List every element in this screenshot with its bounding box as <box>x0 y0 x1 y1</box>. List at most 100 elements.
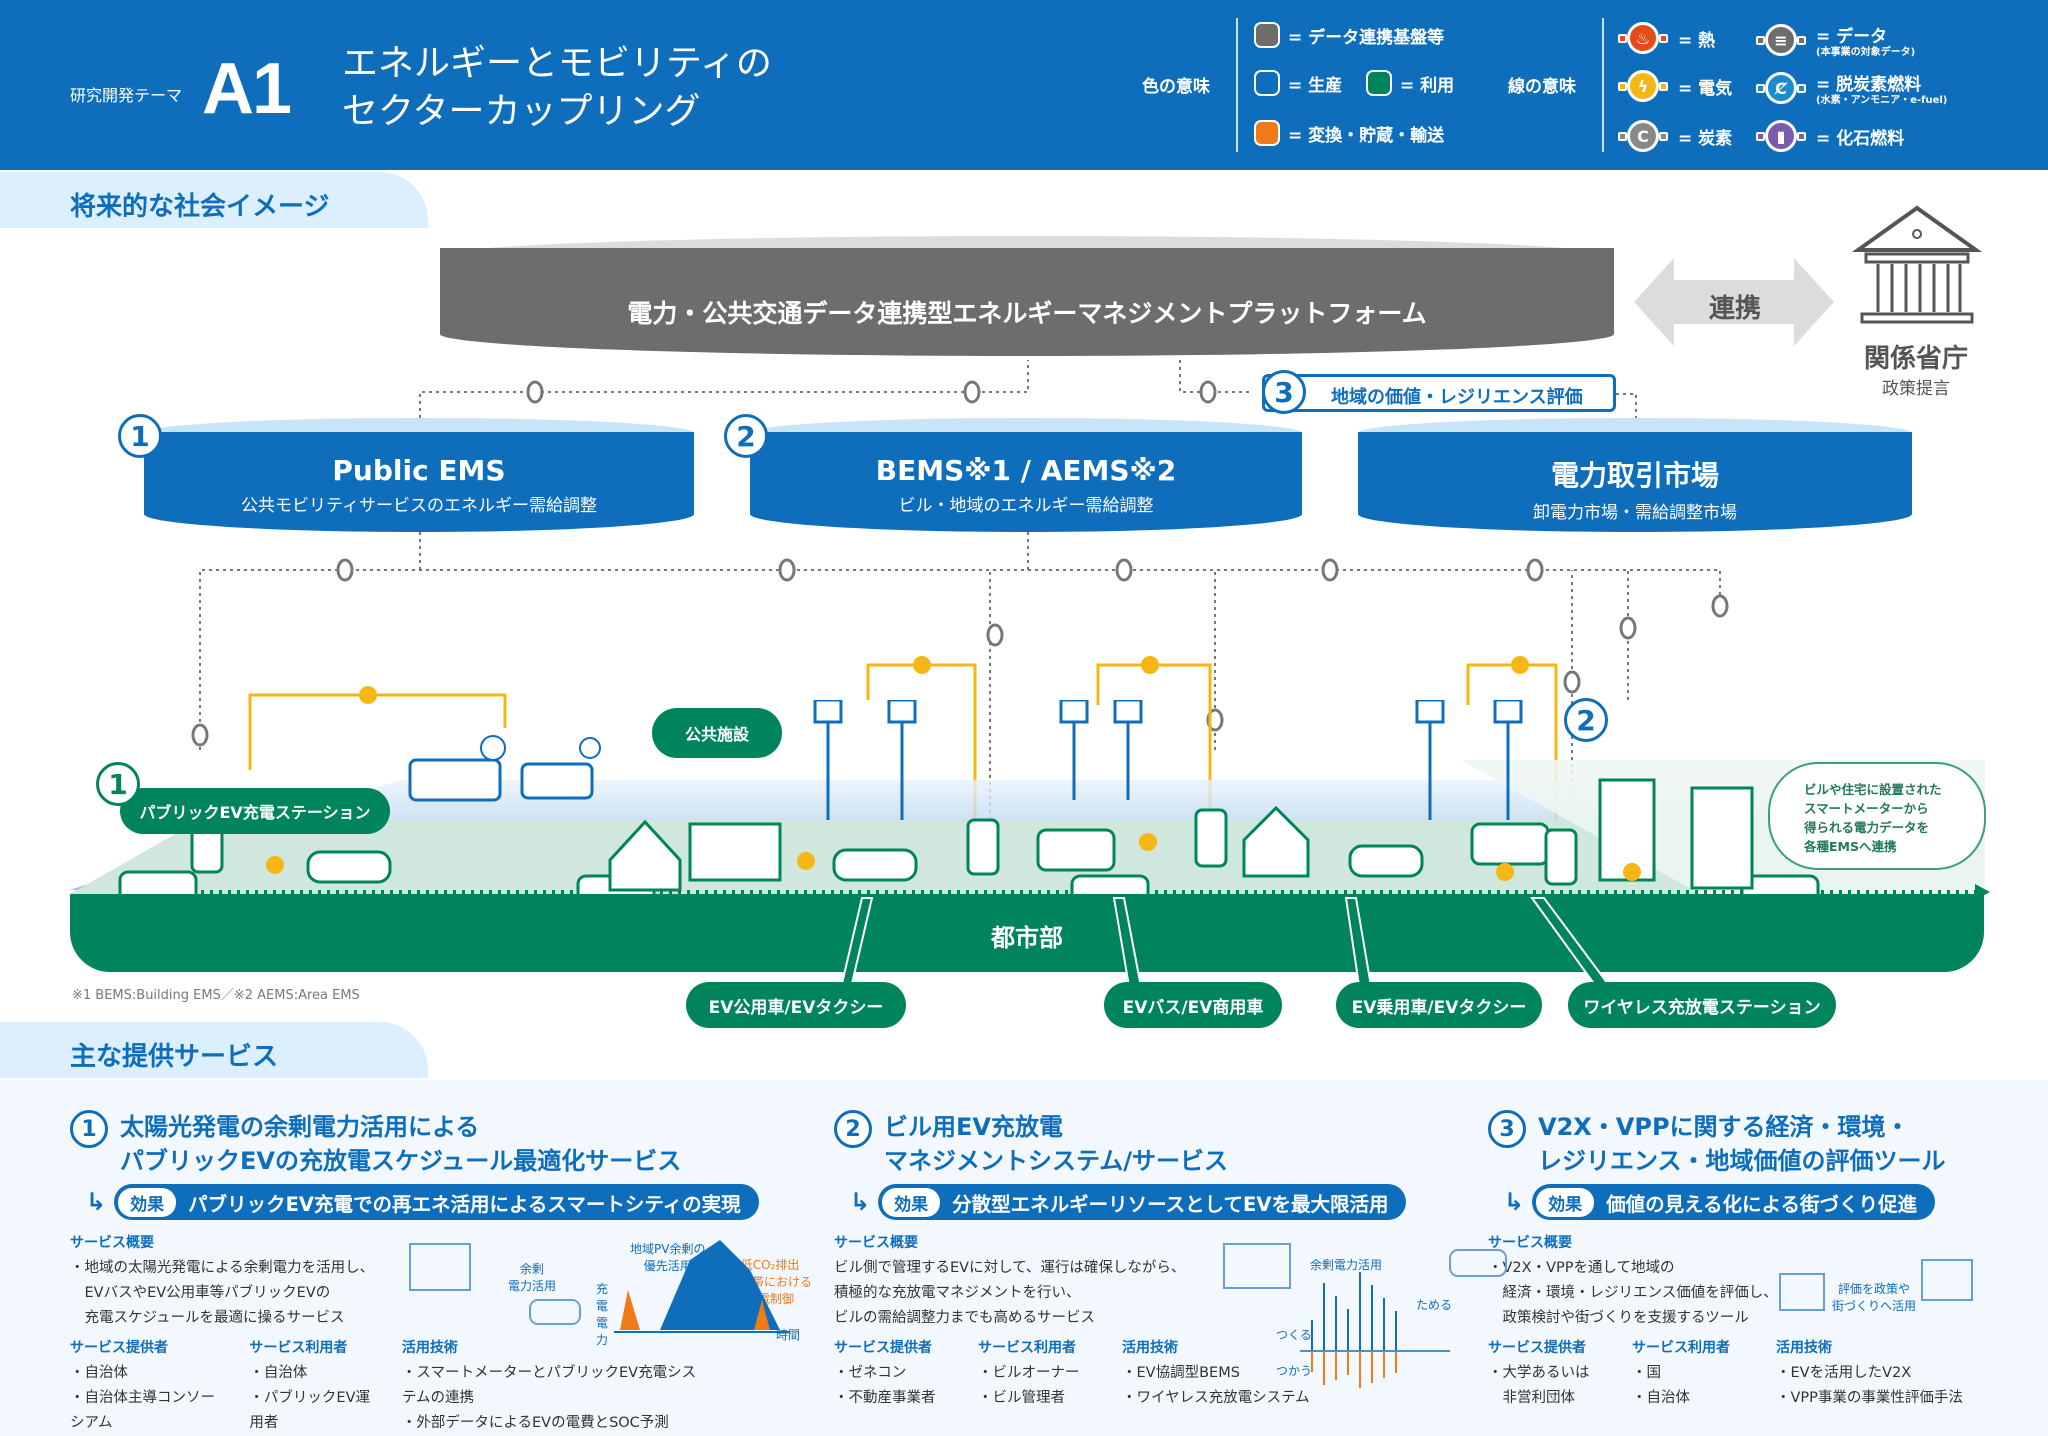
number-badge: 3 <box>1488 1110 1526 1148</box>
ems-sub: ビル・地域のエネルギー需給調整 <box>898 496 1154 516</box>
database-icon: ≡ <box>1756 24 1806 56</box>
figure-label: 余剰 電力活用 <box>508 1262 557 1293</box>
swatch-orange <box>1254 120 1280 146</box>
government-building-icon <box>1852 205 1982 324</box>
page-title: エネルギーとモビリティの セクターカップリング <box>342 40 772 136</box>
platform-cylinder <box>440 248 1614 356</box>
effect-tag: 効果 <box>118 1187 177 1217</box>
text-line: ・VPP事業の事業性評価手法 <box>1776 1390 1963 1406</box>
overview-block: サービス概要・地域の太陽光発電による余剰電力を活用し、 EVバスやEV公用車等パ… <box>70 1232 470 1331</box>
connection-lines <box>191 360 1729 830</box>
providers-block: サービス提供者・ゼネコン・不動産事業者 <box>834 1337 960 1411</box>
legend-text: = データ(本事業の対象データ) <box>1816 27 1916 58</box>
tech-block: 活用技術・EV協調型BEMS・ワイヤレス充放電システム <box>1122 1337 1310 1411</box>
service-card-2: 2 ビル用EV充放電マネジメントシステム/サービス ↳ 効果分散型エネルギーリソ… <box>834 1110 1474 1411</box>
section-title-services: 主な提供サービス <box>0 1022 428 1078</box>
number-badge: 3 <box>1262 370 1306 414</box>
text-line: ・ゼネコン <box>834 1365 907 1381</box>
tech-block: 活用技術・スマートメーターとパブリックEV充電システムの連携・外部データによるE… <box>402 1337 710 1436</box>
line-legend-item: ϟ = 電気 <box>1618 70 1732 102</box>
providers-block: サービス提供者・大学あるいは 非営利団体 <box>1488 1337 1614 1411</box>
legend-text: = 化石燃料 <box>1816 128 1905 149</box>
theme-code: A1 <box>202 49 292 129</box>
swatch-gray <box>1254 22 1280 48</box>
public-facility-callout: 公共施設 <box>652 708 782 758</box>
color-legend-data: = データ連携基盤等 <box>1254 22 1444 48</box>
title-line-1: エネルギーとモビリティの <box>342 43 772 84</box>
flame-icon: ♨ <box>1618 22 1668 54</box>
legend-divider <box>1602 18 1604 152</box>
text-line: 経済・環境・レジリエンス価値を評価し、 <box>1488 1285 1778 1301</box>
detail-columns: サービス提供者・大学あるいは 非営利団体 サービス利用者・国・自治体 活用技術・… <box>1488 1337 2048 1411</box>
figure-label: つくる <box>1276 1328 1312 1342</box>
swatch-blue <box>1254 70 1280 96</box>
link-label: 連携 <box>1708 294 1761 324</box>
users-block: サービス利用者・ビルオーナー・ビル管理者 <box>978 1337 1104 1411</box>
urban-area-label: 都市部 <box>991 924 1063 952</box>
tag-ev-passenger-car: EV乗用車/EVタクシー <box>1336 982 1542 1028</box>
lightning-icon: ϟ <box>1618 70 1668 102</box>
note-line: ビルや住宅に設置された <box>1804 782 1942 797</box>
service-title: ビル用EV充放電マネジメントシステム/サービス <box>884 1113 1229 1175</box>
color-legend-label: 色の意味 <box>1142 77 1210 97</box>
color-legend-conversion: = 変換・貯蔵・輸送 <box>1254 120 1444 146</box>
text-line: ビルの需給調整力までも高めるサービス <box>834 1310 1095 1326</box>
legend-text: = 炭素 <box>1678 128 1733 149</box>
decarbonized-fuel-icon: Ȼ <box>1756 72 1806 104</box>
ems-title: 電力取引市場 <box>1550 459 1719 492</box>
header-banner: 研究開発テーマ A1 エネルギーとモビリティの セクターカップリング 色の意味 … <box>0 0 2048 170</box>
effect-text: パブリックEV充電での再エネ活用によるスマートシティの実現 <box>188 1192 741 1216</box>
ev-vehicle-icon <box>118 822 1820 900</box>
text-line: 積極的な充放電マネジメントを行い、 <box>834 1285 1081 1301</box>
effect-tag: 効果 <box>1536 1187 1595 1217</box>
legend-text: = 変換・貯蔵・輸送 <box>1288 125 1445 146</box>
text-line: ・EVを活用したV2X <box>1776 1365 1912 1381</box>
detail-columns: サービス提供者・ゼネコン・不動産事業者 サービス利用者・ビルオーナー・ビル管理者… <box>834 1337 1474 1411</box>
figure-axis-label: 充 電 電 力 <box>596 1282 609 1347</box>
number-badge: 2 <box>834 1110 872 1148</box>
charger-icon <box>190 808 1578 886</box>
text-line: ・スマートメーターとパブリックEV充電システムの連携 <box>401 1365 697 1406</box>
legend-text: = 電気 <box>1678 78 1733 99</box>
utility-pole-icon <box>813 700 1523 820</box>
number-badge: 1 <box>96 762 140 806</box>
effect-tag: 効果 <box>882 1187 941 1217</box>
text-line: ビル側で管理するEVに対して、運行は確保しながら、 <box>834 1260 1186 1276</box>
carbon-icon: C <box>1618 120 1668 152</box>
text-line: ・自治体 <box>70 1365 128 1381</box>
note-line: 各種EMSへ連携 <box>1804 839 1897 854</box>
title-line-2: セクターカップリング <box>342 91 701 132</box>
text-line: ・自治体主導コンソーシアム <box>70 1390 215 1431</box>
legend-text: = 生産 <box>1288 75 1343 96</box>
effect-text: 分散型エネルギーリソースとしてEVを最大限活用 <box>952 1192 1389 1216</box>
theme-label: 研究開発テーマ <box>70 86 183 105</box>
building-icon <box>608 778 1754 892</box>
number-badge: 1 <box>70 1110 108 1148</box>
color-legend-usage: = 利用 <box>1366 70 1454 96</box>
overview-block: サービス概要・V2X・VPPを通して地域の 経済・環境・レジリエンス価値を評価し… <box>1488 1232 1888 1331</box>
text-line: 充電スケジュールを最適に操るサービス <box>70 1310 345 1326</box>
text-line: ・自治体 <box>249 1365 308 1381</box>
platform-label: 電力・公共交通データ連携型エネルギーマネジメントプラットフォーム <box>627 299 1427 328</box>
tag-ev-bus: EVバス/EV商用車 <box>1104 982 1282 1028</box>
text-line: EVバスやEV公用車等パブリックEVの <box>70 1285 331 1301</box>
figure-label: ためる <box>1416 1298 1453 1312</box>
figure-label: 余剰電力活用 <box>1310 1258 1383 1272</box>
line-legend-item: C = 炭素 <box>1618 120 1732 152</box>
section-title-future: 将来的な社会イメージ <box>0 172 428 228</box>
service-title: 太陽光発電の余剰電力活用によるパブリックEVの充放電スケジュール最適化サービス <box>120 1113 682 1175</box>
ministry-name: 関係省庁 <box>1863 344 1968 374</box>
text-line: ・不動産事業者 <box>834 1390 936 1406</box>
footnote: ※1 BEMS:Building EMS／※2 AEMS:Area EMS <box>72 988 360 1003</box>
arrow-icon: ↳ <box>850 1188 871 1216</box>
ems-bems-aems: BEMS※1 / AEMS※2 ビル・地域のエネルギー需給調整 <box>750 432 1302 532</box>
services-background <box>0 1080 2048 1436</box>
solar-panel-icon <box>408 758 594 802</box>
service-card-1: 1 太陽光発電の余剰電力活用によるパブリックEVの充放電スケジュール最適化サービ… <box>70 1110 759 1436</box>
swatch-green <box>1366 70 1392 96</box>
tech-block: 活用技術・EVを活用したV2X・VPP事業の事業性評価手法 <box>1776 1337 1963 1411</box>
city-scene <box>70 700 1990 900</box>
number-badge: 2 <box>724 414 768 458</box>
text-line: ・地域の太陽光発電による余剰電力を活用し、 <box>70 1260 375 1276</box>
